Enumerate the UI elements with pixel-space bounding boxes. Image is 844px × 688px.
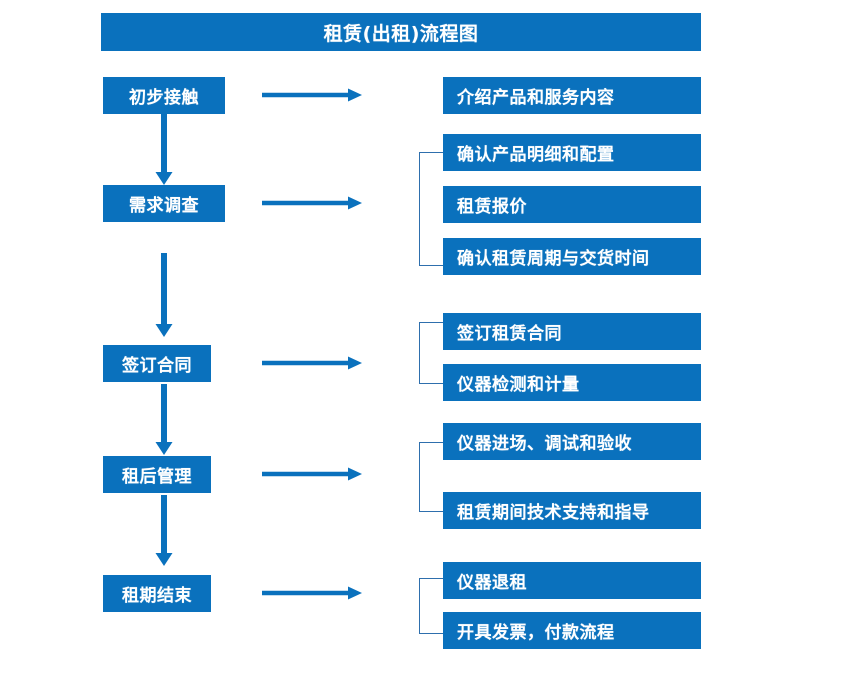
arrow-right-stage-2 xyxy=(262,193,364,213)
detail-box-5-2[interactable]: 开具发票，付款流程 xyxy=(443,612,701,649)
arrow-right-stage-5 xyxy=(262,583,364,603)
stage-box-3[interactable]: 签订合同 xyxy=(103,345,211,382)
arrow-down-connector-1 xyxy=(153,114,175,186)
detail-box-3-1[interactable]: 签订租赁合同 xyxy=(443,313,701,350)
detail-box-1-1[interactable]: 介绍产品和服务内容 xyxy=(443,77,701,114)
detail-box-2-3[interactable]: 确认租赁周期与交货时间 xyxy=(443,238,701,275)
stage-box-5[interactable]: 租期结束 xyxy=(103,575,211,612)
group-bracket-5 xyxy=(419,578,443,634)
arrow-down-connector-4 xyxy=(153,495,175,567)
arrow-right-stage-1 xyxy=(262,85,364,105)
arrow-right-stage-4 xyxy=(262,464,364,484)
detail-box-2-1[interactable]: 确认产品明细和配置 xyxy=(443,134,701,171)
detail-box-3-2[interactable]: 仪器检测和计量 xyxy=(443,364,701,401)
group-bracket-4 xyxy=(419,442,443,512)
detail-box-4-1[interactable]: 仪器进场、调试和验收 xyxy=(443,423,701,460)
page-title: 租赁(出租)流程图 xyxy=(101,13,701,51)
arrow-down-connector-2 xyxy=(153,253,175,338)
detail-box-4-2[interactable]: 租赁期间技术支持和指导 xyxy=(443,492,701,529)
detail-box-2-2[interactable]: 租赁报价 xyxy=(443,186,701,223)
detail-box-5-1[interactable]: 仪器退租 xyxy=(443,562,701,599)
group-bracket-2 xyxy=(419,152,443,266)
arrow-down-connector-3 xyxy=(153,384,175,456)
stage-box-4[interactable]: 租后管理 xyxy=(103,456,211,493)
arrow-right-stage-3 xyxy=(262,353,364,373)
stage-box-1[interactable]: 初步接触 xyxy=(103,77,225,114)
group-bracket-3 xyxy=(419,322,443,384)
stage-box-2[interactable]: 需求调查 xyxy=(103,185,225,222)
